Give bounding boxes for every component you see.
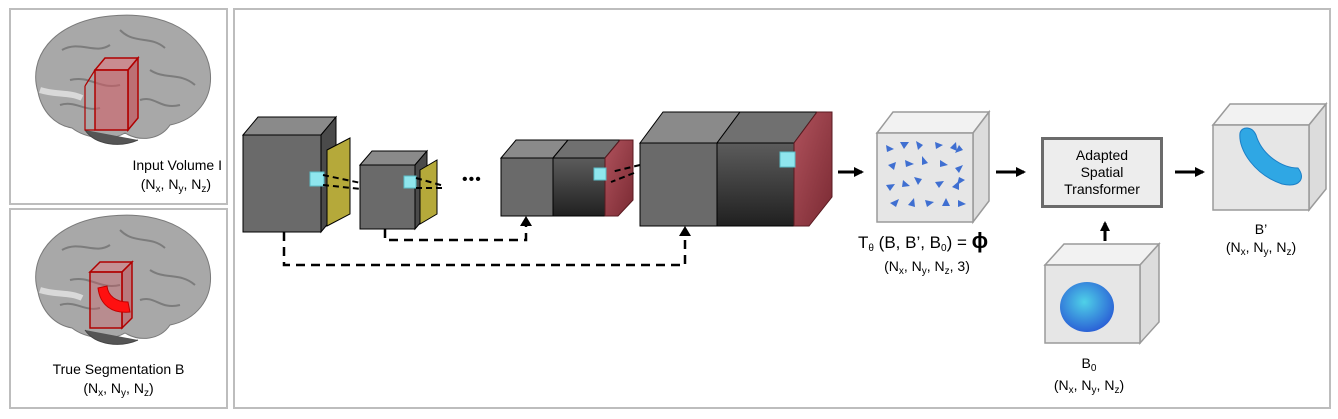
deformation-field-cube [875, 109, 991, 225]
brain-image-segmentation [35, 214, 212, 345]
deformation-dims: (Nx, Ny, Nz, 3) [884, 258, 970, 277]
transformer-line-2: Spatial [1080, 164, 1124, 180]
prior-cube [1043, 242, 1161, 345]
prior-label: B0 [1081, 355, 1097, 374]
input-volume-dims: (Nx, Ny, Nz) [140, 176, 211, 195]
phi-symbol: ϕ [971, 228, 989, 253]
brain-image-input [35, 14, 212, 145]
skip-arrowhead-2 [679, 226, 691, 236]
decoder-block-1 [499, 139, 634, 217]
vector-arrows [886, 141, 966, 207]
transformer-line-3: Transformer [1064, 181, 1140, 197]
adapted-spatial-transformer: Adapted Spatial Transformer [1041, 137, 1163, 208]
output-label: B’ [1254, 221, 1268, 237]
flow-arrows [838, 167, 1205, 241]
conv-lines [322, 164, 641, 190]
network-ellipsis: ••• [462, 171, 482, 188]
prior-dims: (Nx, Ny, Nz) [1053, 377, 1125, 396]
decoder-block-2 [639, 111, 833, 227]
deformation-formula: Tθ (B, B’, B0) = ϕ [858, 228, 989, 254]
skip-arrowhead-1 [520, 216, 532, 226]
encoder-block-1 [241, 115, 351, 234]
true-segmentation-dims: (Nx, Ny, Nz) [83, 380, 154, 399]
output-cube [1211, 101, 1328, 213]
input-volume-title: Input Volume I [132, 157, 222, 173]
transformer-line-1: Adapted [1075, 147, 1129, 163]
output-dims: (Nx, Ny, Nz) [1225, 239, 1297, 258]
encoder-block-2 [358, 149, 438, 231]
skip-connections [282, 224, 687, 267]
true-segmentation-title: True Segmentation B [52, 361, 185, 377]
